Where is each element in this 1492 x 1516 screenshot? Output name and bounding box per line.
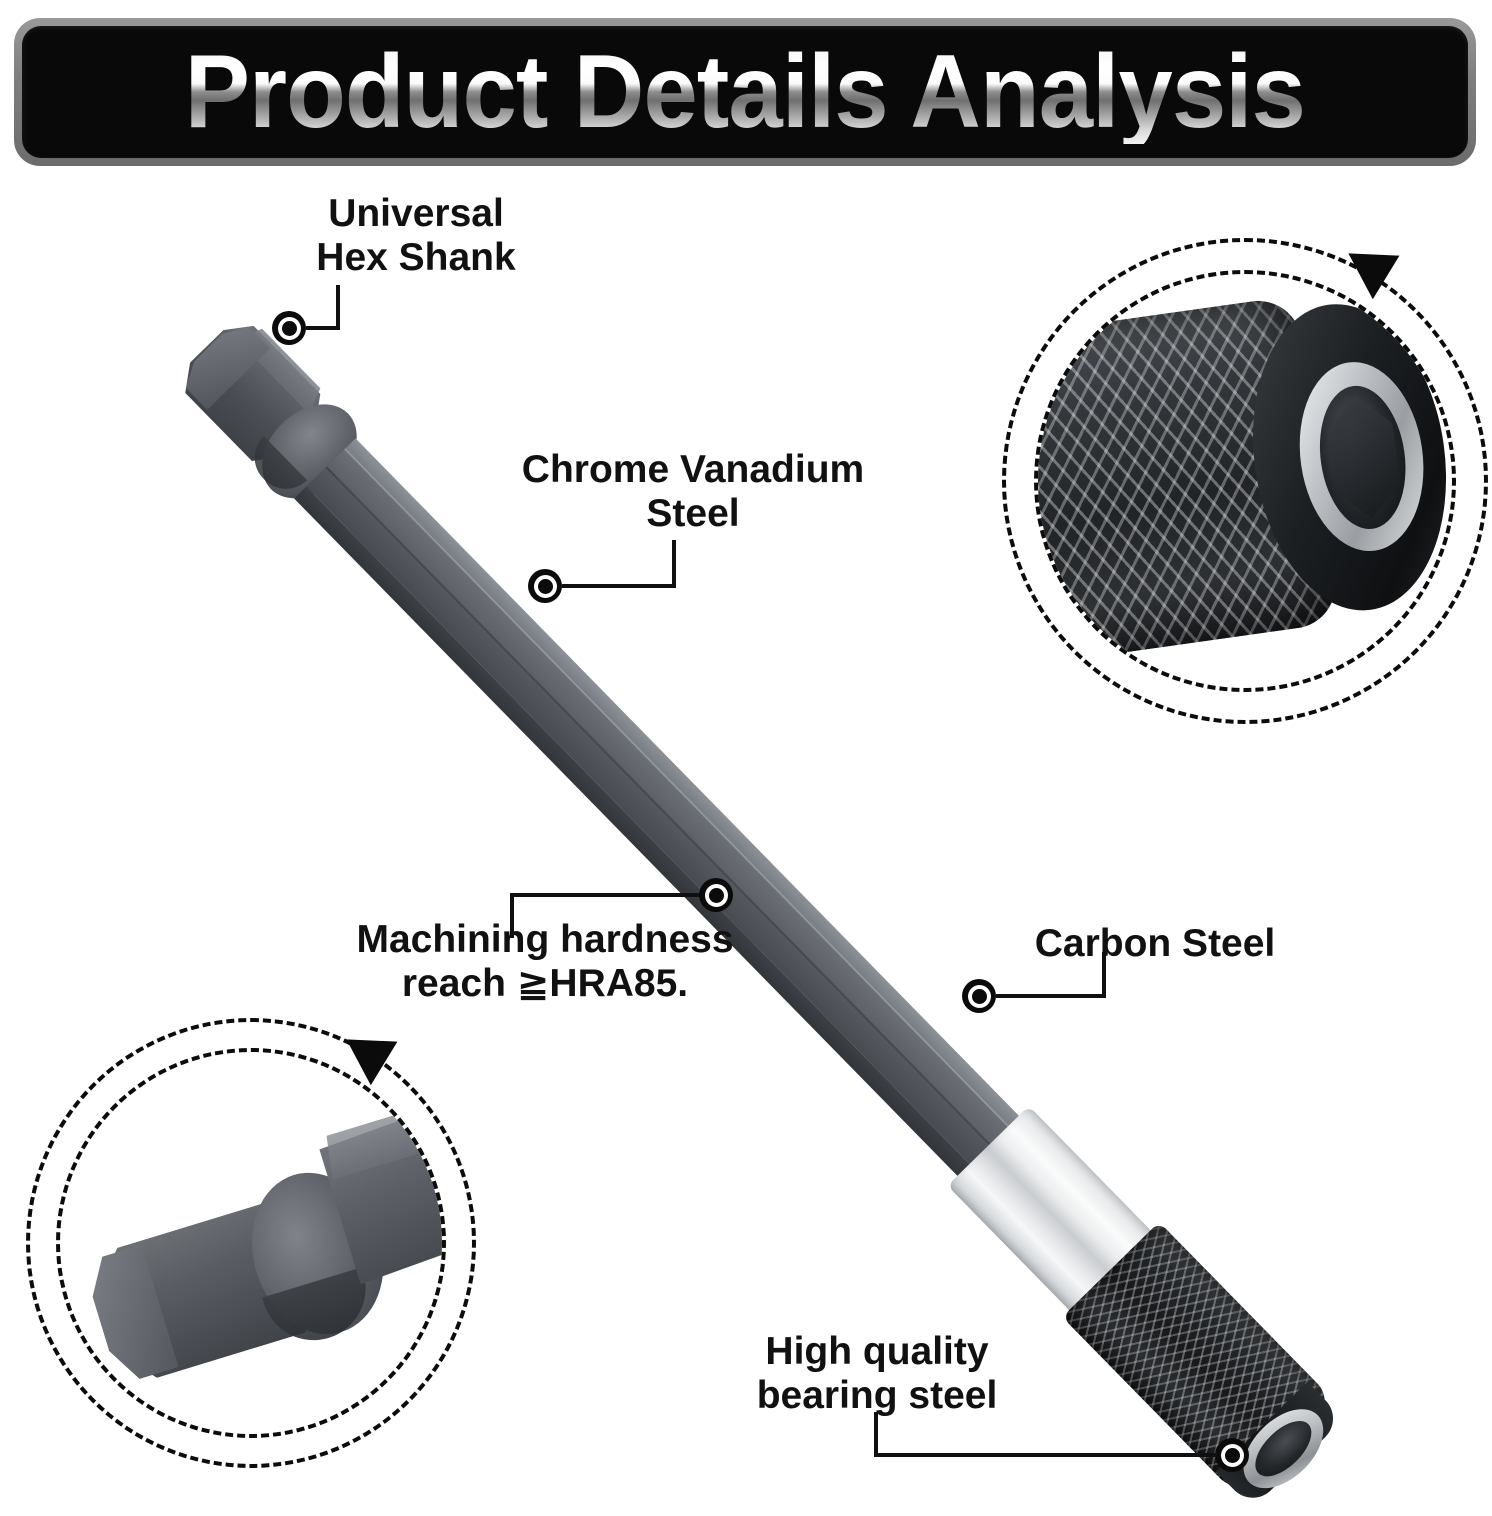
title-banner: Product Details Analysis [14, 18, 1476, 166]
detail-dashed-inner-ring [56, 1048, 446, 1438]
detail-image-collar-socket [1038, 274, 1452, 688]
detail-dashed-outer-ring [1002, 238, 1488, 724]
callout-label-carbon-steel: Carbon Steel [1034, 922, 1276, 965]
callout-label-high-quality-bearing-steel: High quality bearing steel [756, 1330, 998, 1418]
detail-circle-hex-shank [26, 1018, 476, 1468]
callout-marker-machining-hardness[interactable] [699, 878, 733, 912]
page-title: Product Details Analysis [184, 34, 1306, 150]
title-banner-inner: Product Details Analysis [22, 26, 1468, 158]
collar-closeup-art [1038, 274, 1452, 688]
callout-marker-high-quality-bearing-steel[interactable] [1215, 1438, 1249, 1472]
detail-dashed-inner-ring [1034, 270, 1456, 692]
callout-label-universal-hex-shank: Universal Hex Shank [316, 192, 516, 280]
detail-dashed-outer-ring [26, 1018, 476, 1468]
callout-marker-universal-hex-shank[interactable] [272, 311, 306, 345]
leader-universal-hex-shank [306, 285, 340, 330]
callout-marker-carbon-steel[interactable] [962, 979, 996, 1013]
callout-label-machining-hardness: Machining hardness reach ≧HRA85. [356, 918, 734, 1006]
detail-image-hex-shank [60, 1052, 442, 1434]
leader-chrome-vanadium-steel [562, 540, 676, 588]
callout-marker-chrome-vanadium-steel[interactable] [528, 569, 562, 603]
callout-label-chrome-vanadium-steel: Chrome Vanadium Steel [521, 448, 865, 536]
hex-shank-closeup-art [60, 1081, 442, 1434]
detail-circle-collar-socket [1002, 232, 1488, 724]
